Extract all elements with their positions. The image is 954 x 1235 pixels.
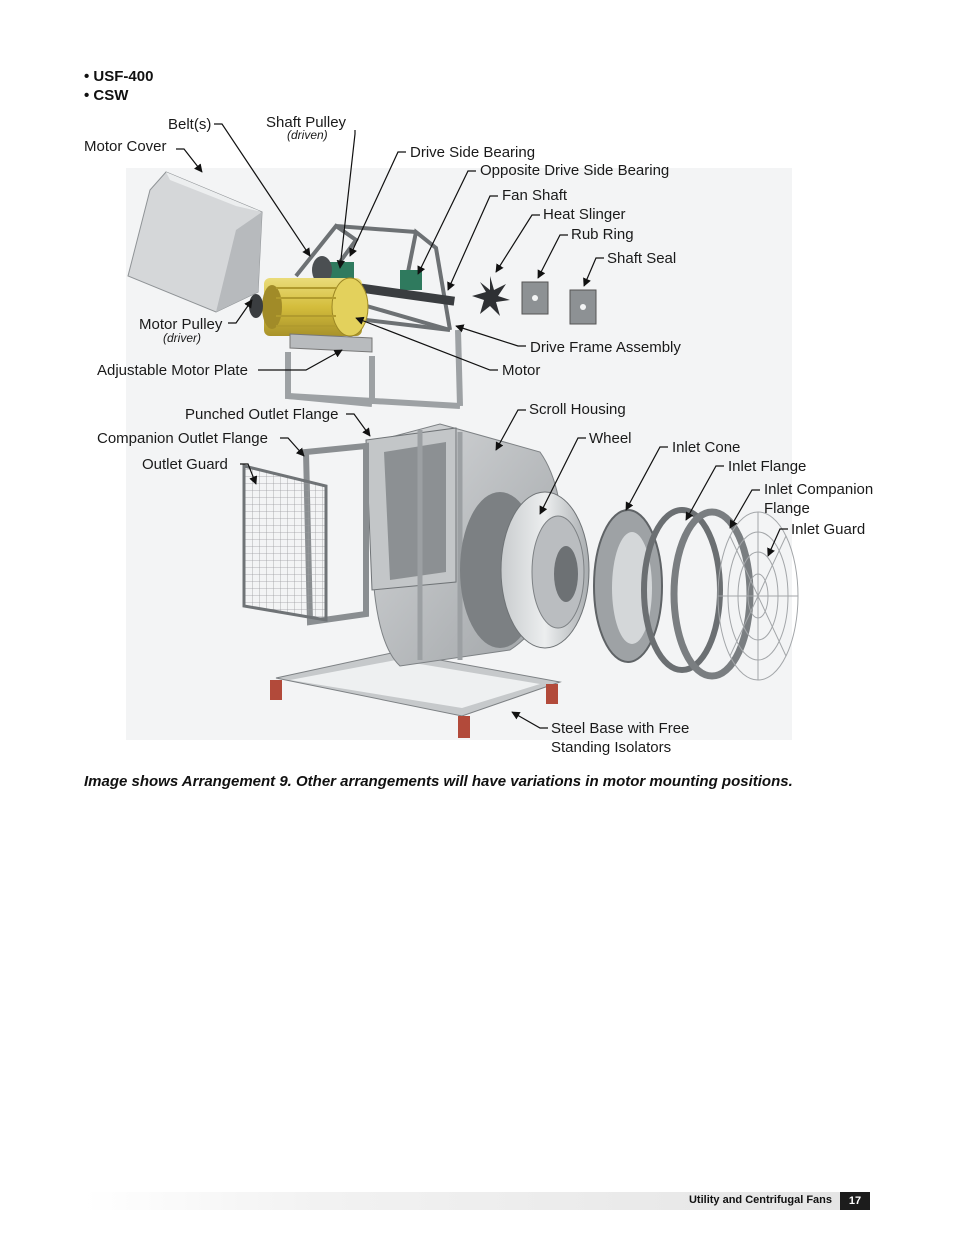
- inlet-companion-flange-part: [670, 508, 754, 680]
- wheel-part: [500, 491, 590, 649]
- fan-shaft-part: [348, 282, 455, 306]
- label-wheel: Wheel: [589, 430, 632, 447]
- label-shaft-seal: Shaft Seal: [607, 250, 677, 267]
- opposite-bearing-part: [400, 270, 422, 290]
- label-belts: Belt(s): [168, 116, 212, 133]
- label-companion-outlet-flange: Companion Outlet Flange: [97, 430, 268, 447]
- label-punched-outlet-flange: Punched Outlet Flange: [185, 406, 339, 423]
- label-drive-frame-assembly: Drive Frame Assembly: [530, 339, 681, 356]
- leader-lines: [176, 123, 788, 729]
- motor-pulley-part: [249, 294, 263, 318]
- label-heat-slinger: Heat Slinger: [543, 206, 626, 223]
- page-footer: Utility and Centrifugal Fans 17: [84, 1192, 870, 1210]
- outlet-guard-part: [242, 464, 328, 622]
- scroll-housing-part: [365, 423, 563, 667]
- steel-base-part: [270, 651, 562, 738]
- page-number: 17: [840, 1192, 870, 1210]
- label-rub-ring: Rub Ring: [571, 226, 634, 243]
- motor-part: [262, 277, 369, 337]
- label-inlet-flange: Inlet Flange: [728, 458, 807, 475]
- model-usf-400: • USF-400: [84, 68, 154, 85]
- inlet-guard-part: [717, 511, 799, 681]
- drive-side-bearing-part: [330, 262, 354, 282]
- model-csw: • CSW: [84, 87, 129, 104]
- label-inlet-cone: Inlet Cone: [672, 439, 741, 456]
- label-inlet-companion-flange-line2: Flange: [764, 500, 810, 517]
- label-fan-shaft: Fan Shaft: [502, 187, 568, 204]
- model-list: • USF-400 • CSW: [84, 67, 153, 105]
- label-drive-side-bearing: Drive Side Bearing: [410, 144, 536, 161]
- label-motor-pulley: Motor Pulley: [139, 316, 223, 333]
- label-adjustable-motor-plate: Adjustable Motor Plate: [97, 362, 248, 379]
- label-inlet-guard: Inlet Guard: [791, 521, 866, 538]
- inlet-flange-part: [641, 507, 723, 673]
- label-motor: Motor: [502, 362, 541, 379]
- label-motor-cover: Motor Cover: [84, 138, 167, 155]
- label-shaft-pulley-sub: (driven): [287, 128, 328, 142]
- label-motor-pulley-sub: (driver): [163, 331, 201, 345]
- heat-slinger-part: [472, 276, 510, 316]
- footer-title: Utility and Centrifugal Fans: [688, 1194, 832, 1206]
- label-steel-base-line2: Standing Isolators: [551, 739, 672, 756]
- motor-cover-part: [127, 171, 263, 313]
- label-opposite-drive-side-bearing: Opposite Drive Side Bearing: [480, 162, 670, 179]
- label-shaft-pulley: Shaft Pulley: [266, 114, 347, 131]
- shaft-pulley-part: [312, 256, 332, 284]
- figure-caption: Image shows Arrangement 9. Other arrange…: [84, 773, 793, 790]
- label-outlet-guard: Outlet Guard: [142, 456, 228, 473]
- motor-plate-part: [285, 329, 463, 409]
- label-steel-base-line1: Steel Base with Free: [551, 720, 690, 737]
- label-scroll-housing: Scroll Housing: [529, 401, 626, 418]
- label-inlet-companion-flange-line1: Inlet Companion: [764, 481, 874, 498]
